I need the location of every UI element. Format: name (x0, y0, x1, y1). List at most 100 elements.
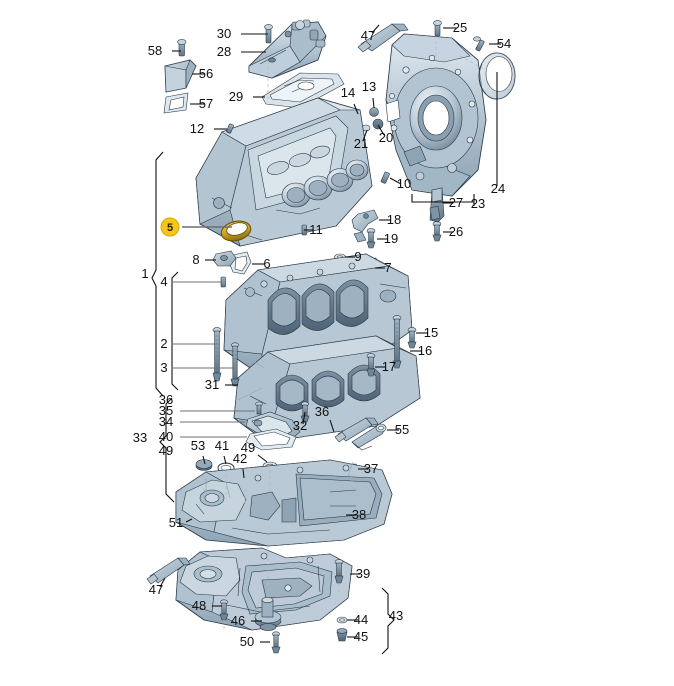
part-3-bolt (230, 342, 240, 387)
callout-number-54: 54 (497, 36, 511, 51)
lower-bearing-caps (275, 364, 381, 412)
main-bearing-saddles (267, 279, 369, 335)
callout-number-31: 31 (205, 377, 219, 392)
callout-55[interactable]: 55 (387, 422, 409, 437)
callout-25[interactable]: 25 (443, 20, 467, 35)
callout-14[interactable]: 14 (341, 85, 359, 115)
part-45-drain-plug (336, 628, 348, 642)
part-12-dowel (226, 123, 234, 134)
callout-43[interactable]: 43 (389, 608, 403, 623)
callout-9[interactable]: 9 (345, 249, 362, 264)
callout-51[interactable]: 51 (169, 515, 193, 530)
callout-number-55: 55 (395, 422, 409, 437)
callout-24[interactable]: 24 (491, 72, 505, 196)
callout-15[interactable]: 15 (416, 325, 438, 340)
part-28-valve-cover (248, 19, 327, 79)
callout-2[interactable]: 2 (160, 336, 218, 351)
callout-19[interactable]: 19 (377, 231, 398, 246)
callout-number-51: 51 (169, 515, 183, 530)
callout-36[interactable]: 36 (315, 404, 335, 433)
callout-45[interactable]: 45 (347, 629, 368, 644)
bracket-43 (381, 587, 395, 655)
callout-number-21: 21 (354, 136, 368, 151)
callout-32[interactable]: 32 (293, 411, 307, 433)
internal-thin-leader-lines (205, 289, 393, 499)
callout-56[interactable]: 56 (192, 66, 213, 81)
callout-number-6: 6 (263, 256, 270, 271)
callout-33[interactable]: 33 (133, 430, 147, 445)
callout-number-47: 47 (149, 582, 163, 597)
callout-30[interactable]: 30 (217, 26, 268, 41)
callout-number-32: 32 (293, 418, 307, 433)
svg-text:5: 5 (167, 222, 173, 234)
callout-number-17: 17 (382, 359, 396, 374)
callout-48[interactable]: 48 (192, 598, 222, 613)
callout-3[interactable]: 3 (160, 360, 235, 375)
callout-29[interactable]: 29 (229, 89, 265, 104)
highlight-callout-5[interactable]: 5 (160, 217, 232, 237)
callout-47[interactable]: 47 (149, 577, 166, 597)
callout-38[interactable]: 38 (346, 507, 366, 522)
callout-57[interactable]: 57 (190, 96, 213, 111)
callout-4[interactable]: 4 (160, 274, 222, 289)
callout-leader-32 (302, 411, 306, 425)
callout-18[interactable]: 18 (379, 212, 401, 227)
callout-46[interactable]: 46 (231, 613, 262, 628)
callout-number-42: 42 (233, 451, 247, 466)
bracket-33 (159, 397, 175, 503)
part-55-dipstick-tube (351, 423, 387, 451)
callout-13[interactable]: 13 (362, 79, 376, 109)
callout-49[interactable]: 49 (241, 440, 268, 463)
callout-number-28: 28 (217, 44, 231, 59)
part-39-bolt (334, 559, 344, 584)
callout-number-39: 39 (356, 566, 370, 581)
callout-1[interactable]: 1 (141, 266, 148, 281)
part-36-sealant-tube (334, 417, 379, 443)
part-40-gasket (245, 428, 297, 451)
callout-6[interactable]: 6 (252, 256, 271, 271)
callout-number-50: 50 (240, 634, 254, 649)
part-50-bolt (271, 631, 281, 654)
callout-12[interactable]: 12 (190, 121, 227, 136)
callout-23[interactable]: 23 (471, 196, 485, 211)
callout-42[interactable]: 42 (233, 451, 247, 479)
part-33-upper-oil-pan (175, 459, 393, 547)
callout-58[interactable]: 58 (148, 43, 181, 58)
callout-44[interactable]: 44 (347, 612, 368, 627)
part-26-bolt (432, 221, 442, 242)
callout-number-16: 16 (418, 343, 432, 358)
callout-31[interactable]: 31 (205, 377, 238, 392)
callout-17[interactable]: 17 (375, 359, 396, 374)
bracket-23 (411, 194, 475, 206)
callout-7[interactable]: 7 (375, 260, 392, 275)
callout-number-25: 25 (453, 20, 467, 35)
part-58-bolt (177, 39, 187, 57)
callout-28[interactable]: 28 (217, 44, 266, 59)
housing-bolt-holes (389, 54, 476, 181)
callout-number-36: 36 (315, 404, 329, 419)
callout-20[interactable]: 20 (377, 124, 393, 145)
callout-11[interactable]: 11 (304, 222, 323, 237)
callout-53[interactable]: 53 (191, 438, 206, 465)
callout-10[interactable]: 10 (389, 176, 411, 191)
callout-21[interactable]: 21 (354, 129, 368, 151)
part-19-bolt (366, 228, 376, 249)
callout-37[interactable]: 37 (358, 461, 378, 476)
part-47-sealant-tube-top (357, 23, 409, 53)
callout-number-43: 43 (389, 608, 403, 623)
callout-41[interactable]: 41 (215, 438, 229, 465)
part-30-bolt (264, 24, 273, 44)
callout-47[interactable]: 47 (361, 24, 380, 43)
callout-16[interactable]: 16 (410, 343, 432, 358)
callout-26[interactable]: 26 (443, 224, 463, 239)
callout-leader-42 (242, 468, 245, 479)
callout-50[interactable]: 50 (240, 634, 270, 649)
callout-leader-51 (185, 518, 193, 523)
callout-39[interactable]: 39 (350, 566, 370, 581)
callout-8[interactable]: 8 (192, 252, 216, 267)
callout-leader-20 (377, 124, 385, 136)
part-5-crankshaft-seal-ring-highlighted (220, 220, 252, 242)
callout-54[interactable]: 54 (489, 36, 511, 51)
